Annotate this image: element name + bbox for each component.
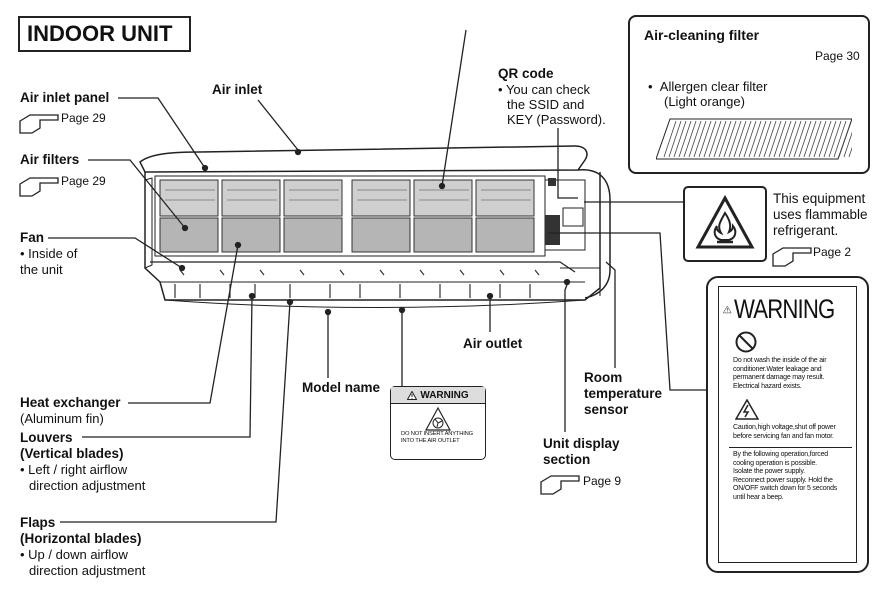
- flaps-desc-2: direction adjustment: [29, 563, 146, 578]
- louvers-desc-2: direction adjustment: [29, 478, 146, 493]
- page-number: 30: [846, 49, 860, 63]
- room-temp-sensor-label-1: Room: [584, 370, 623, 385]
- warning-text-1-line: conditioner.Water leakage and: [733, 365, 822, 373]
- air-filters-label: Air filters: [20, 152, 80, 167]
- air-inlet-label: Air inlet: [212, 82, 263, 97]
- electric-hazard-icon: [735, 399, 759, 420]
- page-prefix: Page: [813, 245, 842, 259]
- unit-display-label-2: section: [543, 452, 591, 467]
- warning-text-3-line: until hear a beep.: [733, 493, 784, 501]
- page-prefix: Page: [583, 474, 612, 488]
- heat-exchanger-label: Heat exchanger: [20, 395, 121, 410]
- warning-triangle-icon: [407, 390, 418, 400]
- page-number: 2: [844, 245, 852, 259]
- filter-sheet-illustration: [656, 118, 852, 160]
- warning-text-2-line: Caution,high voltage,shut off power: [733, 424, 836, 431]
- flaps-label: Flaps: [20, 515, 56, 530]
- warning-divider: [729, 447, 852, 448]
- warning-panel-inner: WARNING Do not wash the inside of the ai…: [718, 286, 857, 563]
- leader-lines: [48, 29, 706, 523]
- qr-code-desc-3: KEY (Password).: [507, 112, 606, 127]
- qr-desc-text: You can check: [505, 82, 591, 97]
- warning-text-1-line: permanent damage may result.: [733, 374, 825, 381]
- unit-display-label-1: Unit display: [543, 436, 620, 451]
- page-prefix: Page: [61, 111, 90, 125]
- filter-item-line1: • Allergen clear filter: [648, 79, 768, 94]
- air-cleaning-filter-box: Air-cleaning filter Page 30 • Allergen c…: [628, 15, 870, 174]
- prohibited-icon: [735, 331, 757, 353]
- warning-panel-header: WARNING: [719, 287, 856, 323]
- louvers-desc-1: • Left / right airflow: [20, 462, 128, 477]
- qr-code-desc-2: the SSID and: [507, 97, 585, 112]
- warning-text-1-line: Do not wash the inside of the air: [733, 357, 827, 364]
- warning-text-3-line: ON/OFF switch down for 5 seconds: [733, 485, 838, 492]
- filter-box-page-ref: Page 30: [815, 49, 860, 63]
- louvers-label-2: (Vertical blades): [20, 446, 124, 461]
- indoor-unit-illustration: [139, 145, 611, 308]
- filter-box-title: Air-cleaning filter: [644, 27, 760, 43]
- filter-item-line2: (Light orange): [664, 94, 745, 109]
- page-number: 29: [92, 111, 106, 125]
- outlet-warning-label: WARNING DO NOT INSERT ANYTHING INTO THE …: [390, 386, 486, 460]
- qr-code-label: QR code: [498, 66, 554, 81]
- flammable-page-ref: Page 2: [813, 245, 851, 259]
- outlet-warning-line1: DO NOT INSERT ANYTHING: [401, 431, 473, 437]
- air-inlet-panel-page-ref: Page 29: [61, 111, 106, 125]
- warning-text-3: By the following operation,forced coolin…: [719, 448, 856, 502]
- page-prefix: Page: [815, 49, 844, 63]
- fan-desc-text: Inside of the unit: [20, 246, 78, 277]
- page-prefix: Page: [61, 174, 90, 188]
- air-outlet-label: Air outlet: [463, 336, 523, 351]
- no-fan-icon: [425, 407, 451, 431]
- air-inlet-panel-label: Air inlet panel: [20, 90, 110, 105]
- flammable-text-3: refrigerant.: [773, 223, 839, 238]
- warning-triangle-icon: [723, 305, 732, 313]
- air-filters-page-ref: Page 29: [61, 174, 106, 188]
- warning-text-3-line: By the following operation,forced: [733, 451, 828, 458]
- air-filter-grid: [159, 179, 535, 253]
- flaps-label-2: (Horizontal blades): [20, 531, 142, 546]
- model-name-label: Model name: [302, 380, 381, 395]
- unit-display-page-ref: Page 9: [583, 474, 621, 488]
- warning-panel-title: WARNING: [733, 294, 835, 324]
- louvers-desc-text: Left / right airflow: [28, 462, 128, 477]
- warning-text-3-line: Reconnect power supply. Hold the: [733, 476, 833, 484]
- fan-label: Fan: [20, 230, 45, 245]
- warning-text-1: Do not wash the inside of the air condit…: [719, 353, 856, 391]
- flammable-symbol-box: [683, 186, 767, 262]
- qr-code-desc-1: • You can check: [498, 82, 591, 97]
- outlet-warning-title: WARNING: [420, 389, 469, 401]
- filter-item-text: Allergen clear filter: [659, 79, 768, 94]
- page-number: 9: [614, 474, 622, 488]
- page-number: 29: [92, 174, 106, 188]
- outlet-warning-line2: INTO THE AIR OUTLET: [401, 438, 460, 444]
- flammable-icon: [695, 195, 755, 249]
- outlet-warning-text: DO NOT INSERT ANYTHING INTO THE AIR OUTL…: [391, 431, 485, 445]
- flaps-desc-text: Up / down airflow: [28, 547, 128, 562]
- warning-text-2-line: before servicing fan and fan motor.: [733, 432, 834, 440]
- room-temp-sensor-label-3: sensor: [584, 402, 629, 417]
- fan-desc: • Inside of the unit: [20, 246, 78, 277]
- warning-text-3-line: cooling operation is possible.: [733, 459, 817, 467]
- outlet-warning-header: WARNING: [391, 387, 485, 404]
- room-temp-sensor-label-2: temperature: [584, 386, 663, 401]
- flaps-desc-1: • Up / down airflow: [20, 547, 128, 562]
- flammable-text-2: uses flammable: [773, 207, 868, 222]
- warning-text-2: Caution,high voltage,shut off power befo…: [719, 420, 856, 441]
- louvers-label: Louvers: [20, 430, 73, 445]
- warning-text-1-line: Electrical hazard exists.: [733, 382, 802, 390]
- title-box: INDOOR UNIT: [18, 16, 191, 52]
- flammable-text-1: This equipment: [773, 191, 866, 206]
- heat-exchanger-desc: (Aluminum fin): [20, 411, 104, 426]
- warning-text-3-line: Isolate the power supply.: [733, 468, 805, 475]
- page-title: INDOOR UNIT: [27, 21, 173, 46]
- warning-panel: WARNING Do not wash the inside of the ai…: [706, 276, 869, 573]
